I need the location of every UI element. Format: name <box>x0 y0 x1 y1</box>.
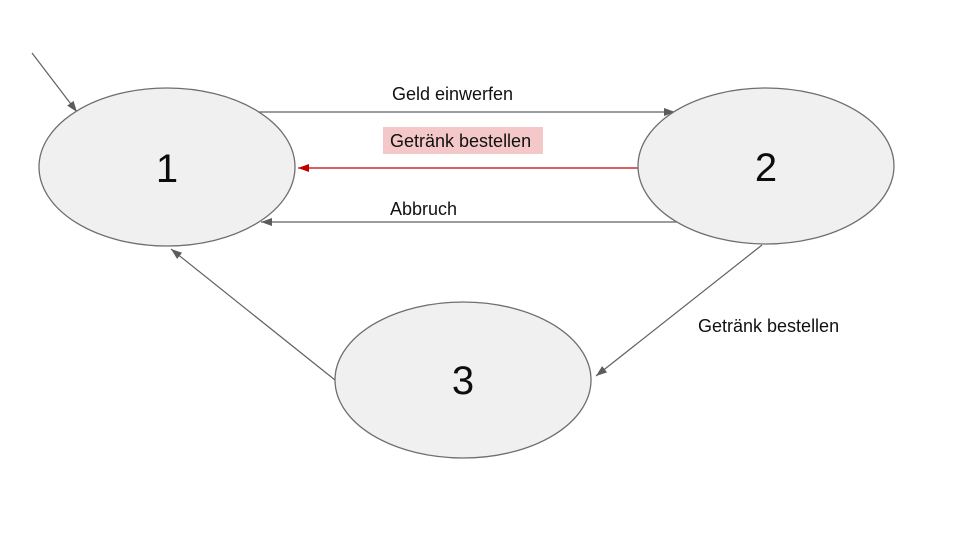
initial-arrow[interactable] <box>31 52 78 113</box>
edge-label-getraenk-bestellen-text[interactable]: Getränk bestellen <box>390 131 531 151</box>
label-highlight-rect <box>383 127 543 154</box>
state-3-shape[interactable] <box>334 301 592 459</box>
state-1[interactable]: 1 <box>38 87 296 247</box>
edge-label-getraenk-bestellen-highlighted[interactable]: Getränk bestellen <box>383 127 543 154</box>
state-1-shape[interactable] <box>38 87 296 247</box>
edge-label-geld-einwerfen[interactable]: Geld einwerfen <box>392 84 513 104</box>
state-2-shape[interactable] <box>637 87 895 245</box>
state-2-label: 2 <box>755 146 777 190</box>
state-2[interactable]: 2 <box>637 87 895 245</box>
edge-2-to-3-getraenk-bestellen[interactable] <box>595 244 763 377</box>
state-1-label: 1 <box>156 147 178 191</box>
edge-label-abbruch[interactable]: Abbruch <box>390 199 457 219</box>
edge-label-getraenk-bestellen-2[interactable]: Getränk bestellen <box>698 316 839 336</box>
edge-3-to-1[interactable] <box>170 248 336 381</box>
state-3[interactable]: 3 <box>334 301 592 459</box>
state-3-label: 3 <box>452 359 474 403</box>
